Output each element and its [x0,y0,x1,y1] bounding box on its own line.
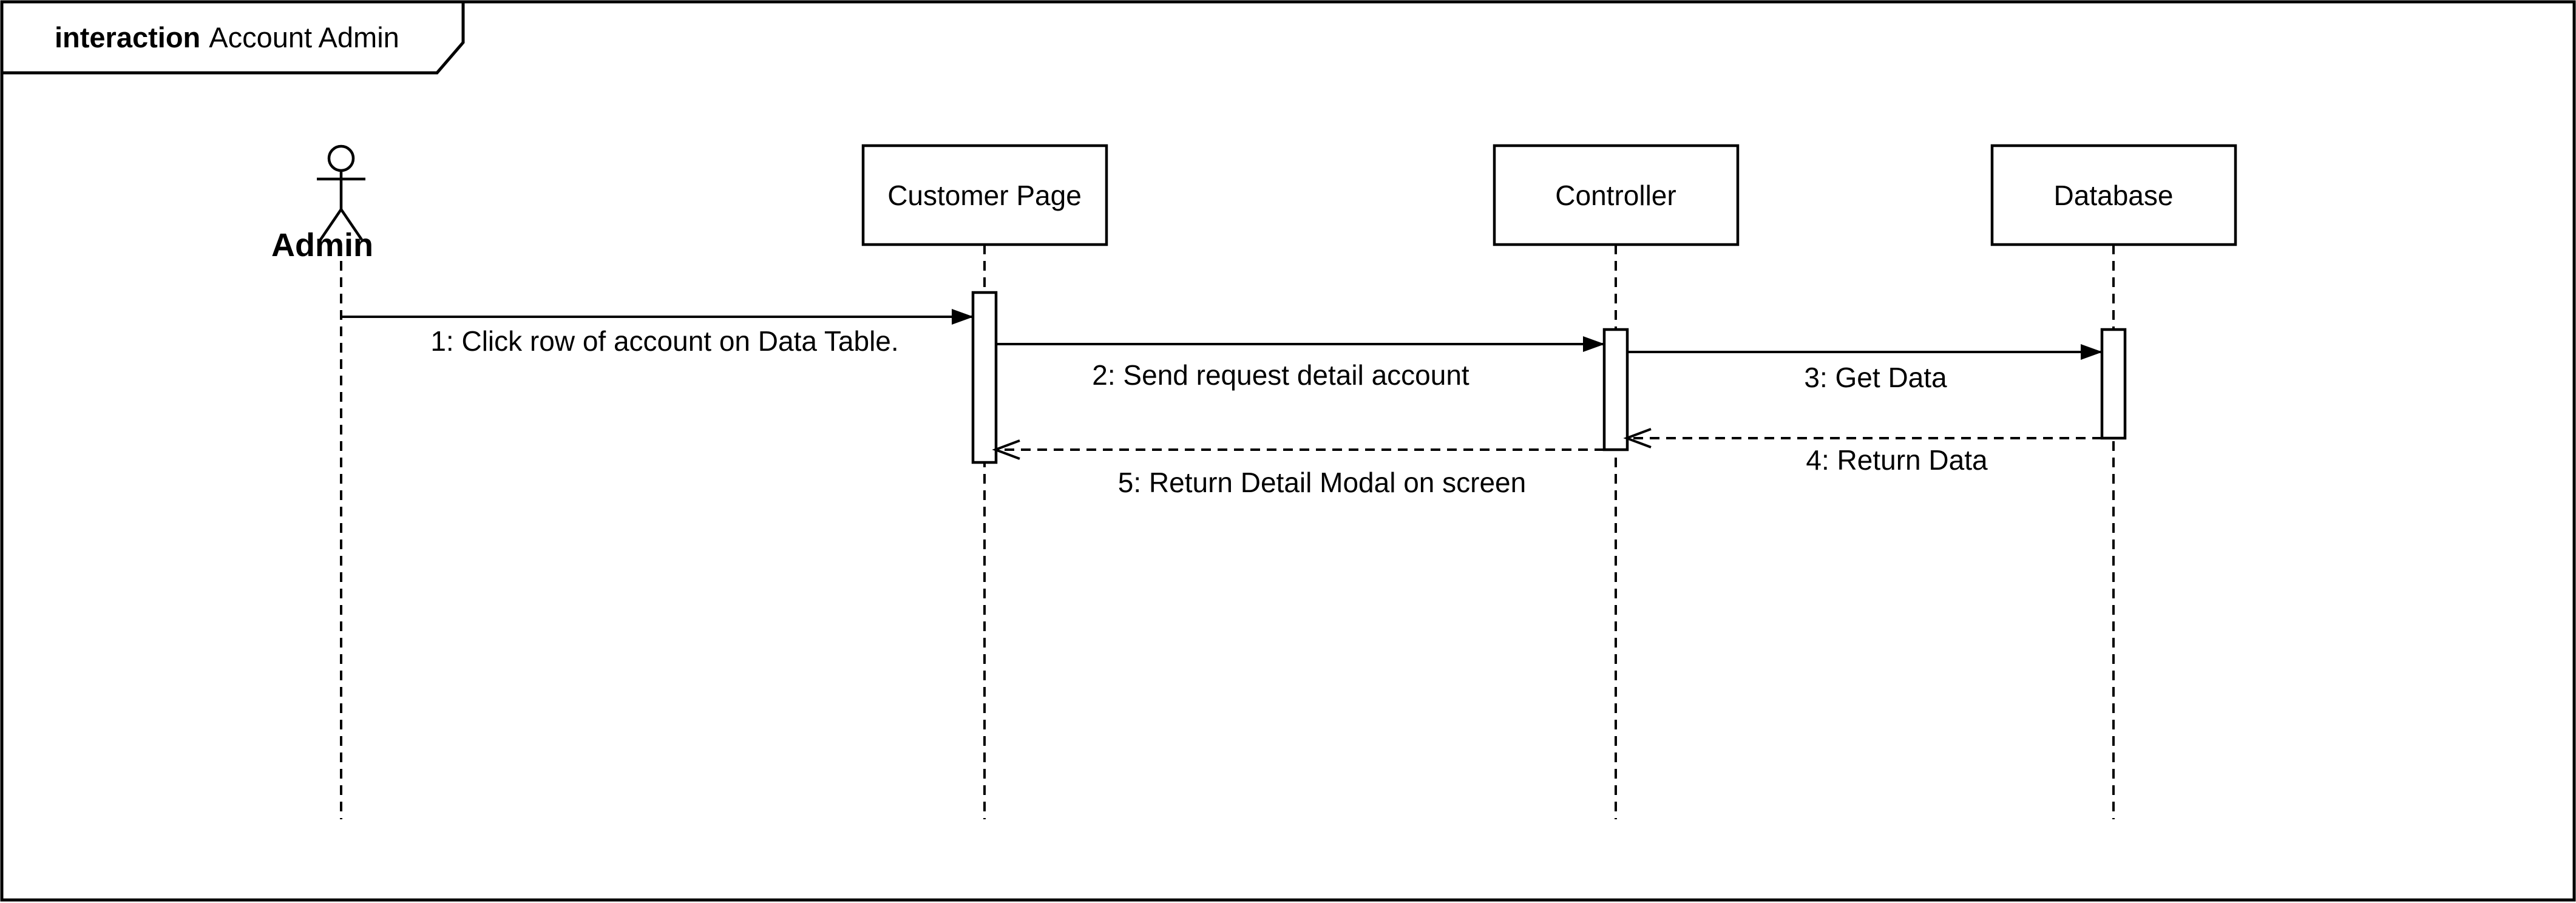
message-3: 3: Get Data [1627,344,2103,393]
frame-keyword: interaction [55,21,200,53]
message-3-label: 3: Get Data [1804,362,1947,393]
frame-name-tab [0,0,465,75]
lifeline-label-customer-page: Customer Page [887,180,1082,211]
lifeline-head-database [1990,144,2237,246]
message-1: 1: Click row of account on Data Table. [341,309,974,357]
activation-customer-page [971,291,998,464]
lifeline-head-controller [1493,144,1740,246]
message-5-label: 5: Return Detail Modal on screen [1118,467,1526,498]
frame-name: Account Admin [209,21,399,53]
message-5: 5: Return Detail Modal on screen [992,439,1604,498]
lifeline-customer-page: Customer Page [861,144,1108,819]
activation-database [2100,328,2127,440]
actor-label: Admin [271,227,373,263]
activation-controller [1602,328,1629,451]
frame-title: interaction Account Admin [55,21,399,53]
actor-leg-right [340,208,363,241]
lifeline-label-controller: Controller [1555,180,1676,211]
lifeline-database: Database [1990,144,2237,819]
message-4-label: 4: Return Data [1806,444,1988,476]
actor-leg-left [319,208,342,241]
message-2: 2: Send request detail account [996,336,1605,391]
message-2-label: 2: Send request detail account [1092,359,1469,391]
message-4: 4: Return Data [1623,428,2102,476]
actor-admin: Admin [271,144,373,263]
actor-head [327,144,355,172]
lifeline-label-database: Database [2054,180,2174,211]
message-1-label: 1: Click row of account on Data Table. [430,325,898,357]
